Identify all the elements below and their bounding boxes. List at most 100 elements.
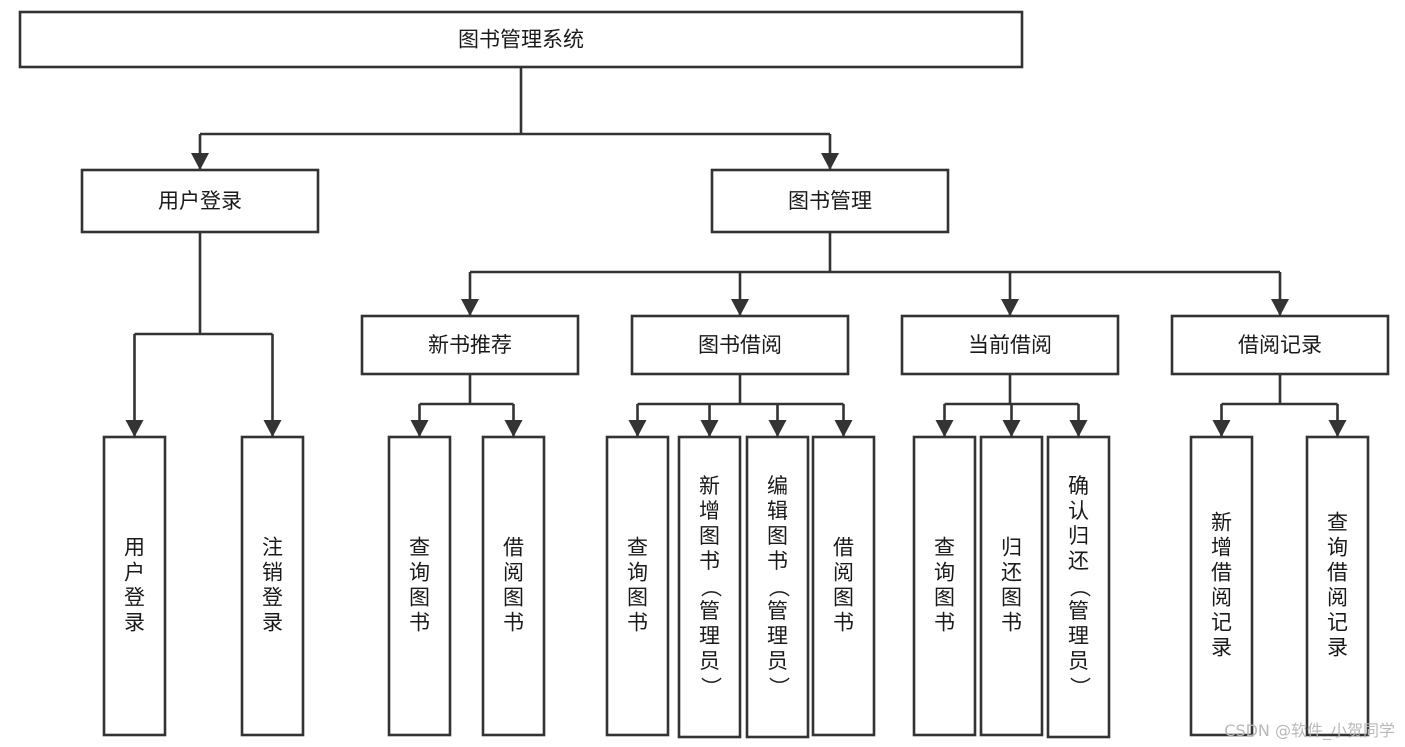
node-label-char: 认 xyxy=(1068,499,1089,523)
arrow-head-icon xyxy=(263,420,282,437)
node-label-char: 书 xyxy=(934,611,955,635)
node-label-char: 注 xyxy=(262,536,283,560)
node-label-char: 用 xyxy=(124,536,145,560)
arrow-head-icon xyxy=(1271,299,1289,316)
node-user-login[interactable]: 用户登录 xyxy=(80,168,320,234)
node-label-char: 图 xyxy=(934,586,955,610)
node-label-char: 询 xyxy=(627,561,648,585)
node-label-char: 查 xyxy=(934,536,955,560)
node-box xyxy=(18,10,1024,69)
node-box xyxy=(745,435,810,739)
node-current-borrow[interactable]: 当前借阅 xyxy=(900,314,1120,376)
node-leaf-logout[interactable]: 注销登录注销登录 xyxy=(240,435,305,737)
edge-group-book-borrow xyxy=(628,374,853,437)
node-label-char: 员 xyxy=(1068,649,1089,673)
node-label-char: 记 xyxy=(1327,611,1348,635)
node-label-char: 还 xyxy=(1068,549,1089,573)
node-label-char: 理 xyxy=(767,624,788,648)
node-label-char: 录 xyxy=(1327,636,1348,660)
node-leaf-query-record[interactable]: 查询借阅记录查询借阅记录 xyxy=(1305,435,1370,737)
node-box xyxy=(240,435,305,737)
node-label-char: 辑 xyxy=(767,499,788,523)
node-label-char: 理 xyxy=(1068,624,1089,648)
node-box xyxy=(102,435,167,737)
node-leaf-query-book-1[interactable]: 查询图书查询图书 xyxy=(387,435,452,737)
node-leaf-query-book-3[interactable]: 查询图书查询图书 xyxy=(912,435,977,737)
node-leaf-query-book-2[interactable]: 查询图书查询图书 xyxy=(605,435,670,737)
node-leaf-user-login[interactable]: 用户登录用户登录 xyxy=(102,435,167,737)
node-label-char: 户 xyxy=(124,561,145,585)
node-label-char: 书 xyxy=(767,549,788,573)
node-label-char: 录 xyxy=(262,611,283,635)
node-label-char: 图 xyxy=(833,586,854,610)
node-box xyxy=(630,314,850,376)
node-label-char: 记 xyxy=(1211,611,1232,635)
node-label-char: 归 xyxy=(1068,524,1089,548)
arrow-head-icon xyxy=(1002,420,1021,437)
node-label-char: 图 xyxy=(503,586,524,610)
node-label-char: 书 xyxy=(1001,611,1022,635)
node-label-char: 图 xyxy=(1001,586,1022,610)
node-box xyxy=(1189,435,1254,737)
node-label-char: （ xyxy=(699,577,723,598)
node-leaf-borrow-book-2[interactable]: 借阅图书借阅图书 xyxy=(811,435,876,737)
node-label-char: 询 xyxy=(934,561,955,585)
node-box xyxy=(710,168,950,234)
node-box xyxy=(1046,435,1111,739)
node-label: 借阅记录 xyxy=(1238,333,1322,357)
node-borrow-record[interactable]: 借阅记录 xyxy=(1170,314,1390,376)
node-box xyxy=(605,435,670,737)
arrow-head-icon xyxy=(1328,420,1347,437)
node-label-char: 图 xyxy=(767,524,788,548)
node-box xyxy=(900,314,1120,376)
edge-group-user-login xyxy=(125,232,282,437)
node-new-book-rec[interactable]: 新书推荐 xyxy=(360,314,580,376)
node-box xyxy=(80,168,320,234)
node-label-char: 借 xyxy=(503,536,524,560)
node-label-char: ） xyxy=(767,677,791,698)
node-label: 用户登录 xyxy=(158,189,242,213)
node-label-char: 书 xyxy=(833,611,854,635)
node-label-char: 增 xyxy=(1211,536,1232,560)
node-box xyxy=(360,314,580,376)
node-leaf-add-record[interactable]: 新增借阅记录新增借阅记录 xyxy=(1189,435,1254,737)
arrow-head-icon xyxy=(410,420,429,437)
edge-group-new-book-rec xyxy=(410,374,523,437)
node-label: 新书推荐 xyxy=(428,333,512,357)
node-box xyxy=(387,435,452,737)
node-layer: 图书管理系统用户登录图书管理新书推荐图书借阅当前借阅借阅记录用户登录用户登录注销… xyxy=(18,10,1390,739)
node-label-char: 员 xyxy=(699,649,720,673)
node-label: 图书借阅 xyxy=(698,333,782,357)
node-label-char: 借 xyxy=(833,536,854,560)
node-book-manage[interactable]: 图书管理 xyxy=(710,168,950,234)
node-label-char: 登 xyxy=(262,586,283,610)
node-leaf-borrow-book-1[interactable]: 借阅图书借阅图书 xyxy=(481,435,546,737)
node-book-borrow[interactable]: 图书借阅 xyxy=(630,314,850,376)
arrow-head-icon xyxy=(768,420,787,437)
arrow-head-icon xyxy=(731,299,749,316)
node-label-char: 录 xyxy=(1211,636,1232,660)
node-root[interactable]: 图书管理系统 xyxy=(18,10,1024,69)
node-label-char: （ xyxy=(767,577,791,598)
arrow-head-icon xyxy=(821,153,839,170)
node-label-char: ） xyxy=(699,677,723,698)
node-label-char: 归 xyxy=(1001,536,1022,560)
edge-group-current-borrow xyxy=(935,374,1088,437)
node-label-char: 询 xyxy=(409,561,430,585)
node-label-char: 阅 xyxy=(833,561,854,585)
node-label-char: 确 xyxy=(1068,474,1089,498)
node-label-char: 录 xyxy=(124,611,145,635)
node-label-char: （ xyxy=(1068,577,1092,598)
arrow-head-icon xyxy=(834,420,853,437)
node-label: 图书管理系统 xyxy=(458,28,584,52)
node-leaf-return-book[interactable]: 归还图书归还图书 xyxy=(979,435,1044,737)
arrow-head-icon xyxy=(125,420,144,437)
node-label-char: 管 xyxy=(767,599,788,623)
arrow-head-icon xyxy=(1069,420,1088,437)
node-label-char: ） xyxy=(1068,677,1092,698)
node-label-char: 书 xyxy=(503,611,524,635)
